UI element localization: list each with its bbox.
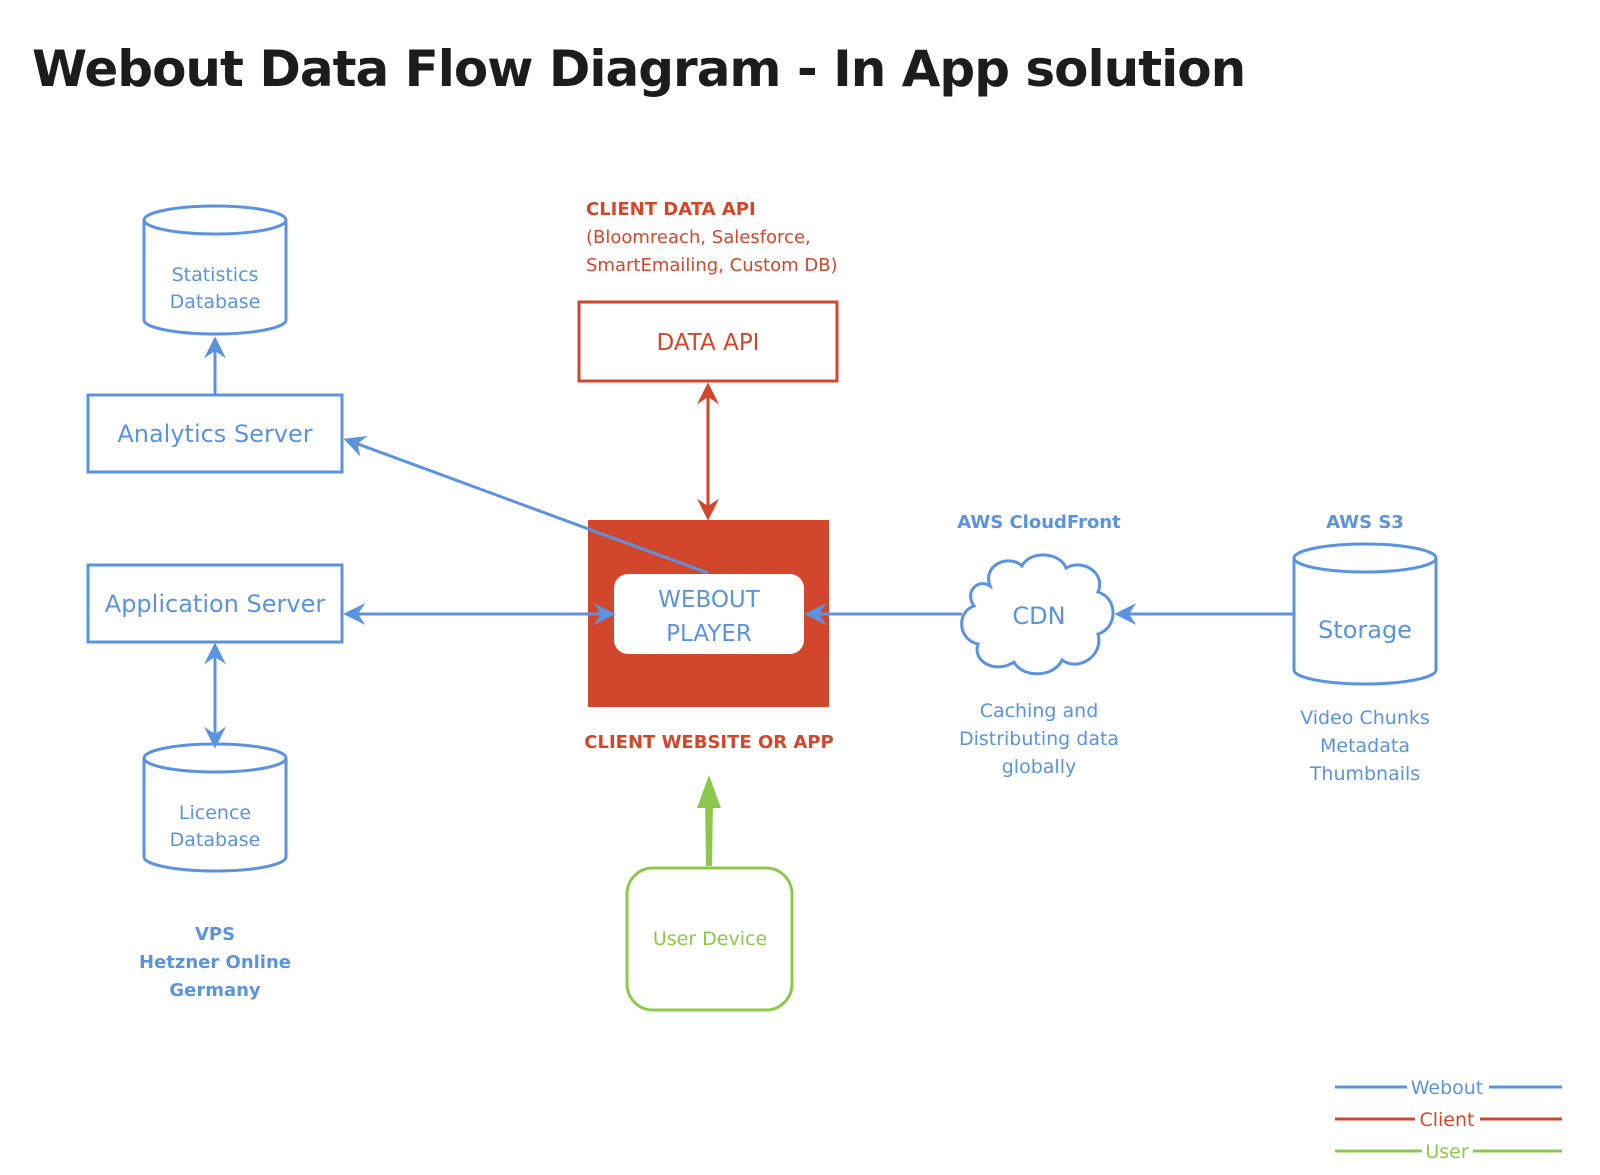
legend-item-client: Client xyxy=(1335,1109,1562,1131)
s3-heading: AWS S3 xyxy=(1326,512,1404,533)
statistics-database-label-2: Database xyxy=(170,291,261,313)
analytics-server-label: Analytics Server xyxy=(117,420,312,448)
cloudfront-heading: AWS CloudFront xyxy=(957,512,1121,533)
storage-desc-3: Thumbnails xyxy=(1309,763,1420,785)
vps-hosting-note: VPS Hetzner Online Germany xyxy=(139,924,291,1001)
analytics-server[interactable]: Analytics Server xyxy=(86,393,344,474)
arrow-user-to-client xyxy=(697,775,721,866)
data-api[interactable]: DATA API xyxy=(577,300,839,383)
storage-description: Video Chunks Metadata Thumbnails xyxy=(1300,707,1430,785)
cdn-label: CDN xyxy=(1012,602,1065,630)
vps-note-line-2: Hetzner Online xyxy=(139,952,291,973)
webout-player-label-1: WEBOUT xyxy=(658,587,761,613)
webout-player[interactable]: WEBOUT PLAYER xyxy=(614,574,804,654)
storage-database[interactable]: Storage xyxy=(1292,542,1438,686)
legend-label-user: User xyxy=(1425,1141,1468,1163)
cloud-icon xyxy=(960,553,1115,676)
client-data-api-caption: CLIENT DATA API (Bloomreach, Salesforce,… xyxy=(586,199,838,276)
legend: Webout Client User xyxy=(1335,1077,1562,1163)
application-server-label: Application Server xyxy=(105,590,326,618)
cdn-desc-1: Caching and xyxy=(980,700,1099,722)
legend-item-user: User xyxy=(1335,1141,1562,1163)
cdn-description: Caching and Distributing data globally xyxy=(959,700,1119,778)
page-title: Webout Data Flow Diagram - In App soluti… xyxy=(32,40,1246,98)
legend-label-webout: Webout xyxy=(1411,1077,1484,1099)
statistics-database-shape xyxy=(142,220,288,336)
statistics-database-label-1: Statistics xyxy=(172,264,259,286)
storage-desc-2: Metadata xyxy=(1320,735,1410,757)
arrow-player-to-analytics xyxy=(343,436,709,575)
vps-note-line-3: Germany xyxy=(169,980,261,1001)
licence-database-label-2: Database xyxy=(170,829,261,851)
data-api-label: DATA API xyxy=(657,330,760,356)
cdn-cloud[interactable]: CDN xyxy=(960,553,1115,676)
licence-database-label-1: Licence xyxy=(179,802,251,824)
client-website-label: CLIENT WEBSITE OR APP xyxy=(584,732,833,753)
application-server[interactable]: Application Server xyxy=(86,563,344,644)
legend-item-webout: Webout xyxy=(1335,1077,1562,1099)
webout-player-label-2: PLAYER xyxy=(666,621,752,647)
cdn-desc-3: globally xyxy=(1002,756,1076,778)
cdn-desc-2: Distributing data xyxy=(959,728,1119,750)
vps-note-line-1: VPS xyxy=(195,924,235,945)
statistics-database[interactable]: Statistics Database xyxy=(142,204,288,336)
client-data-api-heading: CLIENT DATA API xyxy=(586,199,756,220)
client-data-api-desc-1: (Bloomreach, Salesforce, xyxy=(586,227,811,248)
client-data-api-desc-2: SmartEmailing, Custom DB) xyxy=(586,255,838,276)
storage-label: Storage xyxy=(1318,616,1412,644)
storage-desc-1: Video Chunks xyxy=(1300,707,1430,729)
licence-database[interactable]: Licence Database xyxy=(142,742,288,873)
user-device[interactable]: User Device xyxy=(625,866,794,1012)
user-device-label: User Device xyxy=(653,928,767,950)
legend-label-client: Client xyxy=(1419,1109,1474,1131)
